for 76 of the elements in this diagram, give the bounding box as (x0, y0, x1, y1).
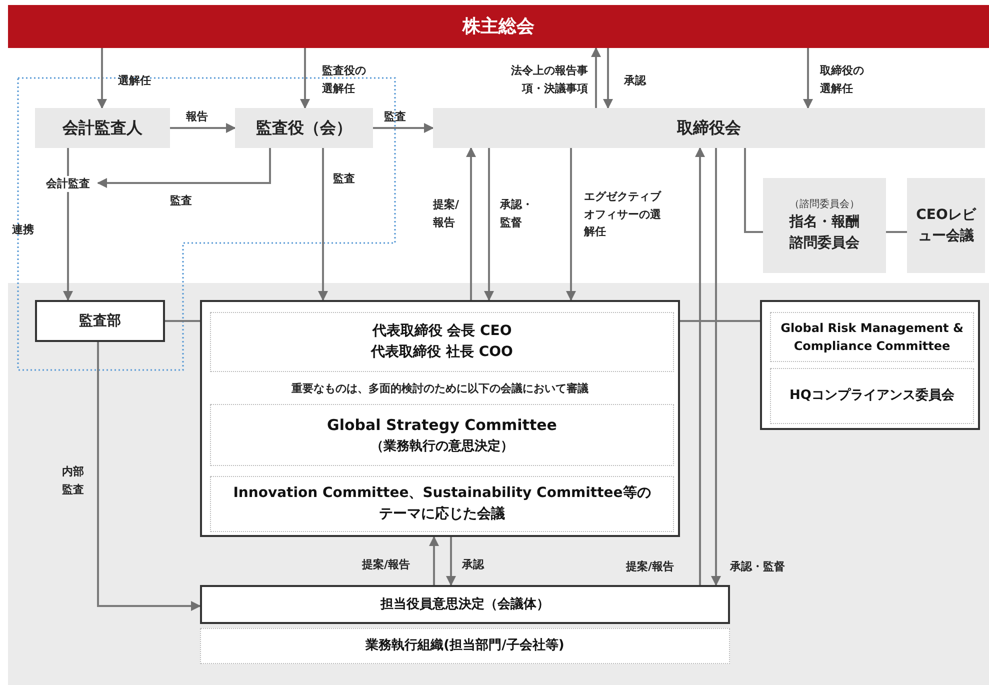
node-title: HQコンプライアンス委員会 (788, 386, 956, 405)
node-title: 監査部 (79, 312, 121, 330)
edge-label: 報告 (186, 109, 209, 125)
node-title: 担当役員意思決定（会議体） (380, 596, 550, 614)
arrow (803, 48, 813, 109)
node-title: 監査役（会） (256, 117, 352, 139)
process-box (200, 628, 730, 664)
edge-label: 監査 (170, 193, 193, 209)
edge-label: 承認 (462, 557, 486, 573)
edge-label: 承認 (624, 73, 648, 89)
arrow (97, 148, 271, 188)
banner-bar (8, 5, 989, 48)
edge-label: 選解任 (118, 73, 152, 89)
node-title: Global Risk Management & Compliance Committee (780, 320, 964, 355)
note-text: 連携 (12, 222, 35, 238)
arrow (711, 148, 721, 586)
arrow (603, 48, 613, 109)
node-subtitle: （業務執行の意思決定） (370, 438, 514, 456)
arrow (318, 148, 328, 301)
node-title: （諮問委員会） (790, 198, 860, 212)
process-box (433, 108, 985, 148)
process-box (210, 404, 674, 466)
process-box (770, 312, 974, 362)
node-title: 業務執行組織(担当部門/子会社等) (366, 636, 564, 656)
node-title: CEOレビュー会議 (916, 206, 976, 246)
edge-label: 提案/報告 (433, 197, 460, 231)
arrow (373, 123, 434, 133)
edge-label: 監査 (384, 109, 407, 125)
process-box (35, 300, 165, 342)
edge-label: 承認・監督 (500, 197, 534, 231)
edge-label: 内部監査 (62, 464, 85, 498)
note-text: 重要なものは、多面的検討のために以下の会議において審議 (290, 381, 590, 397)
connector-line (680, 320, 760, 322)
edge-label: 法令上の報告事項・決議事項 (510, 63, 588, 97)
connector-line (886, 231, 907, 233)
arrow (446, 537, 456, 586)
connector-line (165, 320, 200, 322)
edge-label: 取締役の選解任 (820, 63, 865, 97)
edge-label: 提案/報告 (362, 557, 412, 573)
edge-label: エグゼクティブオフィサーの選解任 (584, 189, 662, 240)
arrow (591, 47, 601, 108)
arrow (97, 48, 107, 109)
process-box (907, 178, 985, 273)
arrow (300, 48, 310, 109)
process-box (770, 368, 974, 424)
edge-label: 監査役の選解任 (322, 63, 367, 97)
node-subtitle: 指名・報酬諮問委員会 (788, 213, 860, 253)
process-box (210, 476, 674, 532)
node-title: Global Strategy Committee (327, 415, 557, 436)
node-title: Innovation Committee、Sustainability Committee等のテーマに応じた会議 (232, 484, 652, 524)
arrow (63, 192, 73, 301)
arrow (484, 148, 494, 301)
executive-panel (200, 300, 680, 537)
edge-label: 承認・監督 (730, 559, 786, 575)
node-title: 株主総会 (462, 15, 534, 39)
arrow (466, 147, 476, 300)
process-box (763, 178, 886, 273)
arrow (695, 147, 705, 585)
process-box (200, 585, 730, 624)
arrow (429, 536, 439, 585)
process-box (35, 108, 170, 148)
committee-panel (760, 300, 980, 430)
node-title: 取締役会 (677, 117, 741, 139)
node-title: 会計監査 (46, 176, 90, 192)
arrow (566, 148, 576, 301)
connector-line (744, 148, 763, 233)
edge-label: 監査 (333, 171, 356, 187)
edge-label: 提案/報告 (626, 559, 676, 575)
node-title: 会計監査人 (62, 117, 142, 139)
node-subtitle: 代表取締役 社長 COO (371, 343, 513, 362)
arrow (97, 342, 201, 611)
arrow (170, 123, 236, 133)
node-title: 代表取締役 会長 CEO (372, 322, 512, 341)
connector-line (67, 148, 69, 176)
process-box (235, 108, 373, 148)
process-box (210, 312, 674, 372)
